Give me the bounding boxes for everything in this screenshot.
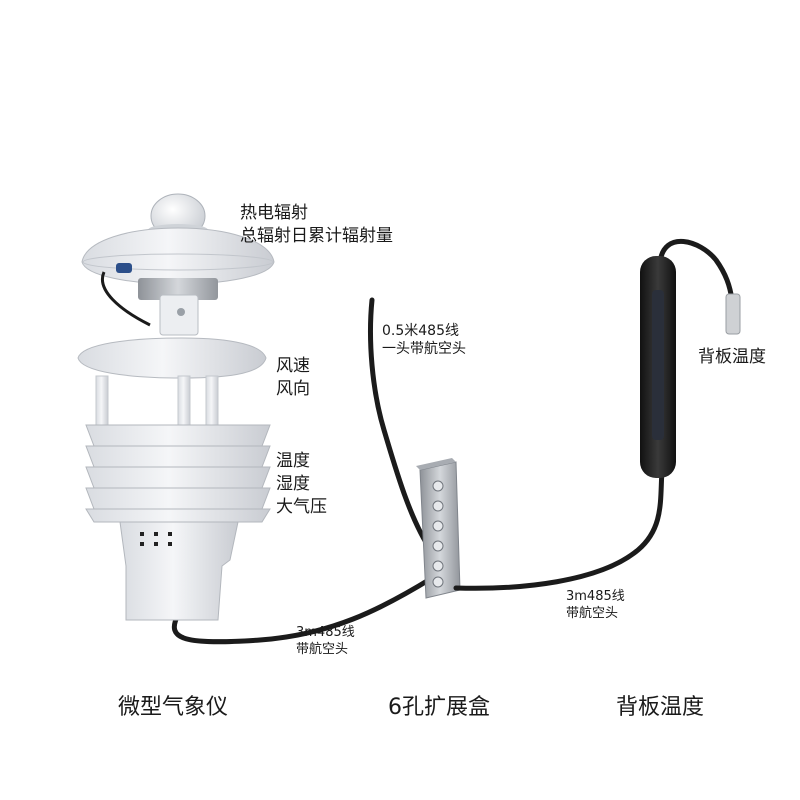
radiation-label-line-1: 热电辐射 (240, 203, 308, 223)
radiation-label-line-2: 总辐射日累计辐射量 (240, 226, 393, 246)
weather-station (77, 193, 435, 645)
station-caption: 微型气象仪 (118, 695, 229, 720)
back-temp-caption: 背板温度 (616, 695, 705, 720)
top-cable-label-line-2: 一头带航空头 (382, 341, 466, 357)
wind-label-line-2: 风向 (276, 379, 310, 399)
station-cable (171, 575, 435, 645)
wind-label: 风速 风向 (276, 355, 310, 401)
top-cable-label: 0.5米485线 一头带航空头 (382, 322, 466, 358)
climate-label: 温度 湿度 大气压 (276, 450, 327, 519)
climate-label-line-1: 温度 (276, 451, 310, 471)
louver-shield (85, 424, 271, 523)
sensor-body (119, 521, 239, 621)
box-caption: 6孔扩展盒 (388, 695, 490, 720)
station-cable-label-line-2: 带航空头 (296, 642, 349, 657)
expansion-box (368, 297, 461, 599)
probe-cable-label-line-1: 3m485线 (566, 589, 625, 604)
back-temperature-probe (453, 239, 741, 591)
probe-cable (453, 467, 665, 591)
top-cable-label-line-1: 0.5米485线 (382, 323, 459, 339)
back-temp-label: 背板温度 (698, 347, 766, 367)
radiation-label: 热电辐射 总辐射日累计辐射量 (240, 202, 393, 248)
climate-label-line-2: 湿度 (276, 474, 310, 494)
top-cable (368, 297, 435, 555)
probe-cable-label-line-2: 带航空头 (566, 606, 619, 621)
mount-bracket (138, 278, 218, 300)
station-cable-label: 3m485线 带航空头 (296, 624, 355, 658)
wind-sensor (77, 337, 267, 379)
probe-cable-label: 3m485线 带航空头 (566, 588, 625, 622)
wind-label-line-1: 风速 (276, 356, 310, 376)
climate-label-line-3: 大气压 (276, 497, 327, 517)
station-cable-label-line-1: 3m485线 (296, 625, 355, 640)
